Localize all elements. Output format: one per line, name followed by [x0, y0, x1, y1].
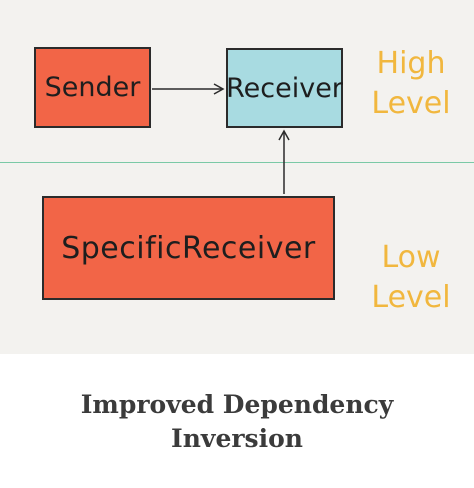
low-level-label: Low Level [356, 238, 466, 318]
figure-caption: Improved Dependency Inversion [0, 388, 474, 456]
diagram-panel: Sender Receiver SpecificReceiver High Le… [0, 0, 474, 354]
specific-to-receiver-arrow [278, 129, 290, 194]
caption-line2: Inversion [171, 424, 303, 453]
level-divider-line [0, 162, 474, 163]
receiver-label: Receiver [226, 72, 343, 104]
caption-line1: Improved Dependency [80, 390, 394, 419]
sender-label: Sender [44, 72, 141, 103]
sender-box: Sender [34, 47, 151, 128]
low-level-line2: Level [371, 280, 451, 315]
arrows-layer [152, 83, 290, 194]
low-level-line1: Low [381, 240, 441, 275]
specific-receiver-box: SpecificReceiver [42, 196, 335, 300]
specific-receiver-label: SpecificReceiver [61, 230, 316, 266]
high-level-label: High Level [356, 44, 466, 124]
receiver-box: Receiver [226, 48, 343, 128]
high-level-line2: Level [371, 86, 451, 121]
high-level-line1: High [376, 46, 446, 81]
sender-to-receiver-arrow [152, 83, 225, 95]
